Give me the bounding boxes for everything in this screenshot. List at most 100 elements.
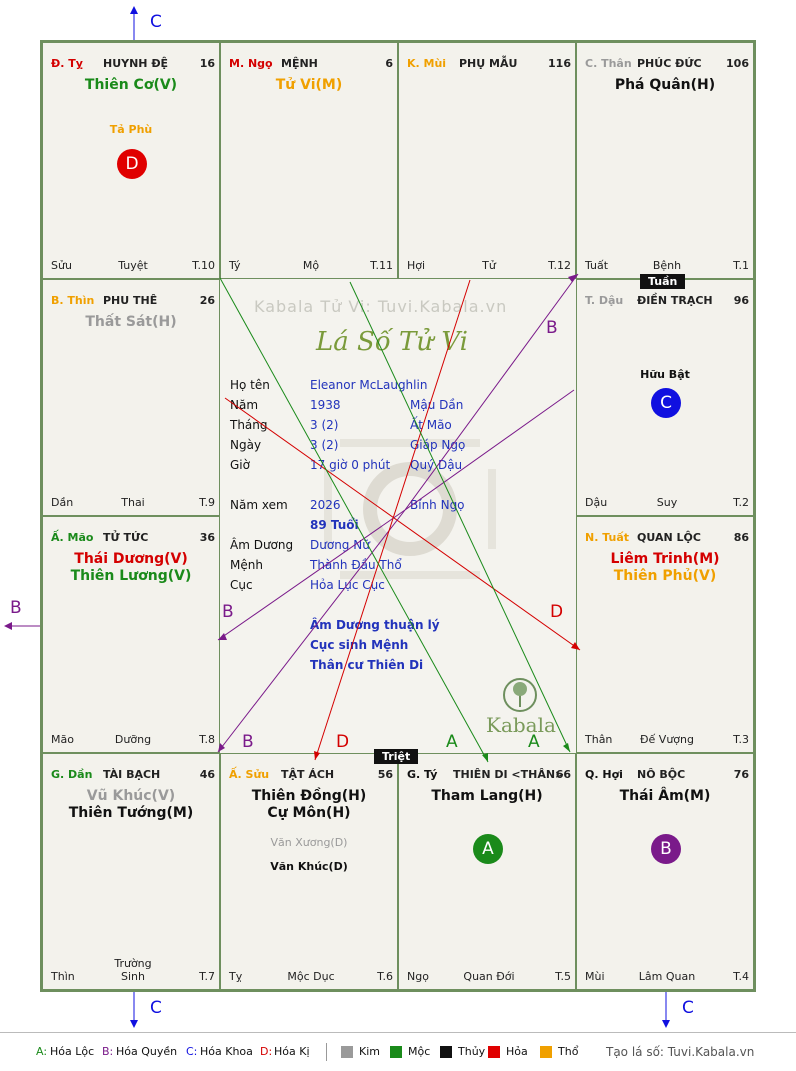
branch-bottom: Dậu [585,496,608,509]
tuan-tag: Tuần [640,274,686,289]
branch-label: Q. Hợi [585,768,623,781]
stage-label: Tử [482,259,496,272]
kabala-brand: Kabala [486,713,556,737]
legend-hoa-key: D: [260,1045,273,1058]
month-label: T.4 [733,970,749,983]
info-can-chi: Mậu Dần [410,398,464,412]
info-value: 1938 [310,398,341,412]
branch-label: Đ. Tỵ [51,57,83,70]
info-value: Hỏa Lục Cục [310,578,385,592]
palace-number: 36 [199,531,215,544]
palace-name: QUAN LỘC [637,531,701,544]
transform-badge: C [651,388,681,418]
branch-bottom: Ngọ [407,970,429,983]
palace-number: 26 [199,294,215,307]
branch-label: G. Dần [51,768,93,781]
element-swatch [341,1046,353,1058]
palace-number: 106 [726,57,749,70]
line-label-b: B [242,732,254,752]
branch-label: N. Tuất [585,531,630,544]
stage-label: Lâm Quan [638,970,696,983]
branch-bottom: Mùi [585,970,605,983]
info-key: Giờ [230,458,250,472]
main-star: Thái Âm(M) [619,788,711,804]
view-year-can-chi: Bính Ngọ [410,498,465,512]
element-label: Thủy [458,1045,486,1058]
minor-star: Hữu Bật [640,368,690,381]
branch-bottom: Thìn [51,970,75,983]
month-label: T.6 [377,970,393,983]
view-year: 2026 [310,498,341,512]
branch-bottom: Hợi [407,259,426,272]
info-value: 3 (2) [310,418,339,432]
legend-hoa-label: Hóa Kị [274,1045,310,1058]
main-star: Cự Môn(H) [267,805,351,821]
arrow-label-c-bottom-right: C [682,998,694,1018]
triet-tag: Triệt [374,749,419,764]
element-swatch [488,1046,500,1058]
branch-label: Ấ. Mão [51,531,94,544]
view-year-label: Năm xem [230,498,288,512]
line-label-a: A [528,732,540,752]
palace-name: PHU THÊ [103,294,158,307]
info-can-chi: Giáp Ngọ [410,438,466,452]
info-key: Năm [230,398,259,412]
main-star: Thiên Đồng(H) [251,788,367,804]
palace-name: PHỤ MẪU [459,57,518,70]
transform-badge: A [473,834,503,864]
palace-number: 76 [733,768,749,781]
branch-label: K. Mùi [407,57,447,70]
info-key: Tháng [230,418,268,432]
transform-badge: B [651,834,681,864]
palace-name: NÔ BỘC [637,768,686,781]
element-swatch [440,1046,452,1058]
month-label: T.12 [548,259,571,272]
tree-icon [503,678,537,712]
branch-label: C. Thân [585,57,632,70]
stage-label: Quan Đới [463,970,515,983]
legend-hoa-label: Hóa Khoa [200,1045,253,1058]
site-credit: Tạo lá số: Tuvi.Kabala.vn [606,1045,755,1059]
branch-bottom: Sửu [51,259,72,272]
element-label: Thổ [558,1045,579,1058]
main-star: Thiên Cơ(V) [84,77,178,93]
line-label-b: B [222,602,234,622]
branch-bottom: Tý [229,259,241,272]
legend-divider [326,1043,327,1061]
month-label: T.10 [192,259,215,272]
kabala-logo [502,677,538,717]
branch-bottom: Tỵ [229,970,243,983]
chart-note: Âm Dương thuận lý [310,618,440,632]
stage-label: Dưỡng [114,733,152,746]
info-value: Dương Nữ [310,538,370,552]
stage-label: Mộc Dục [287,970,335,983]
palace-name: ĐIỀN TRẠCH [637,294,713,307]
palace-number: 6 [385,57,393,70]
legend-hoa-label: Hóa Quyền [116,1045,178,1058]
main-star: Thái Dương(V) [74,551,188,567]
minor-star: Tả Phù [109,123,153,136]
chart-note: Thân cư Thiên Di [310,658,424,672]
arrow-label-c-bottom-left: C [150,998,162,1018]
info-key: Âm Dương [230,538,294,552]
info-value: Eleanor McLaughlin [310,378,428,392]
arrow-label-b-left: B [10,598,22,618]
horoscope-board: Kabala Tử Vi: Tuvi.Kabala.vn Lá Số Tử Vi… [40,40,756,992]
age-label: 89 Tuổi [310,518,359,532]
branch-label: B. Thìn [51,294,95,307]
center-panel: Kabala Tử Vi: Tuvi.Kabala.vn Lá Số Tử Vi… [220,279,576,753]
arrow-label-c-top: C [150,12,162,32]
stage-label: Mộ [302,259,320,272]
